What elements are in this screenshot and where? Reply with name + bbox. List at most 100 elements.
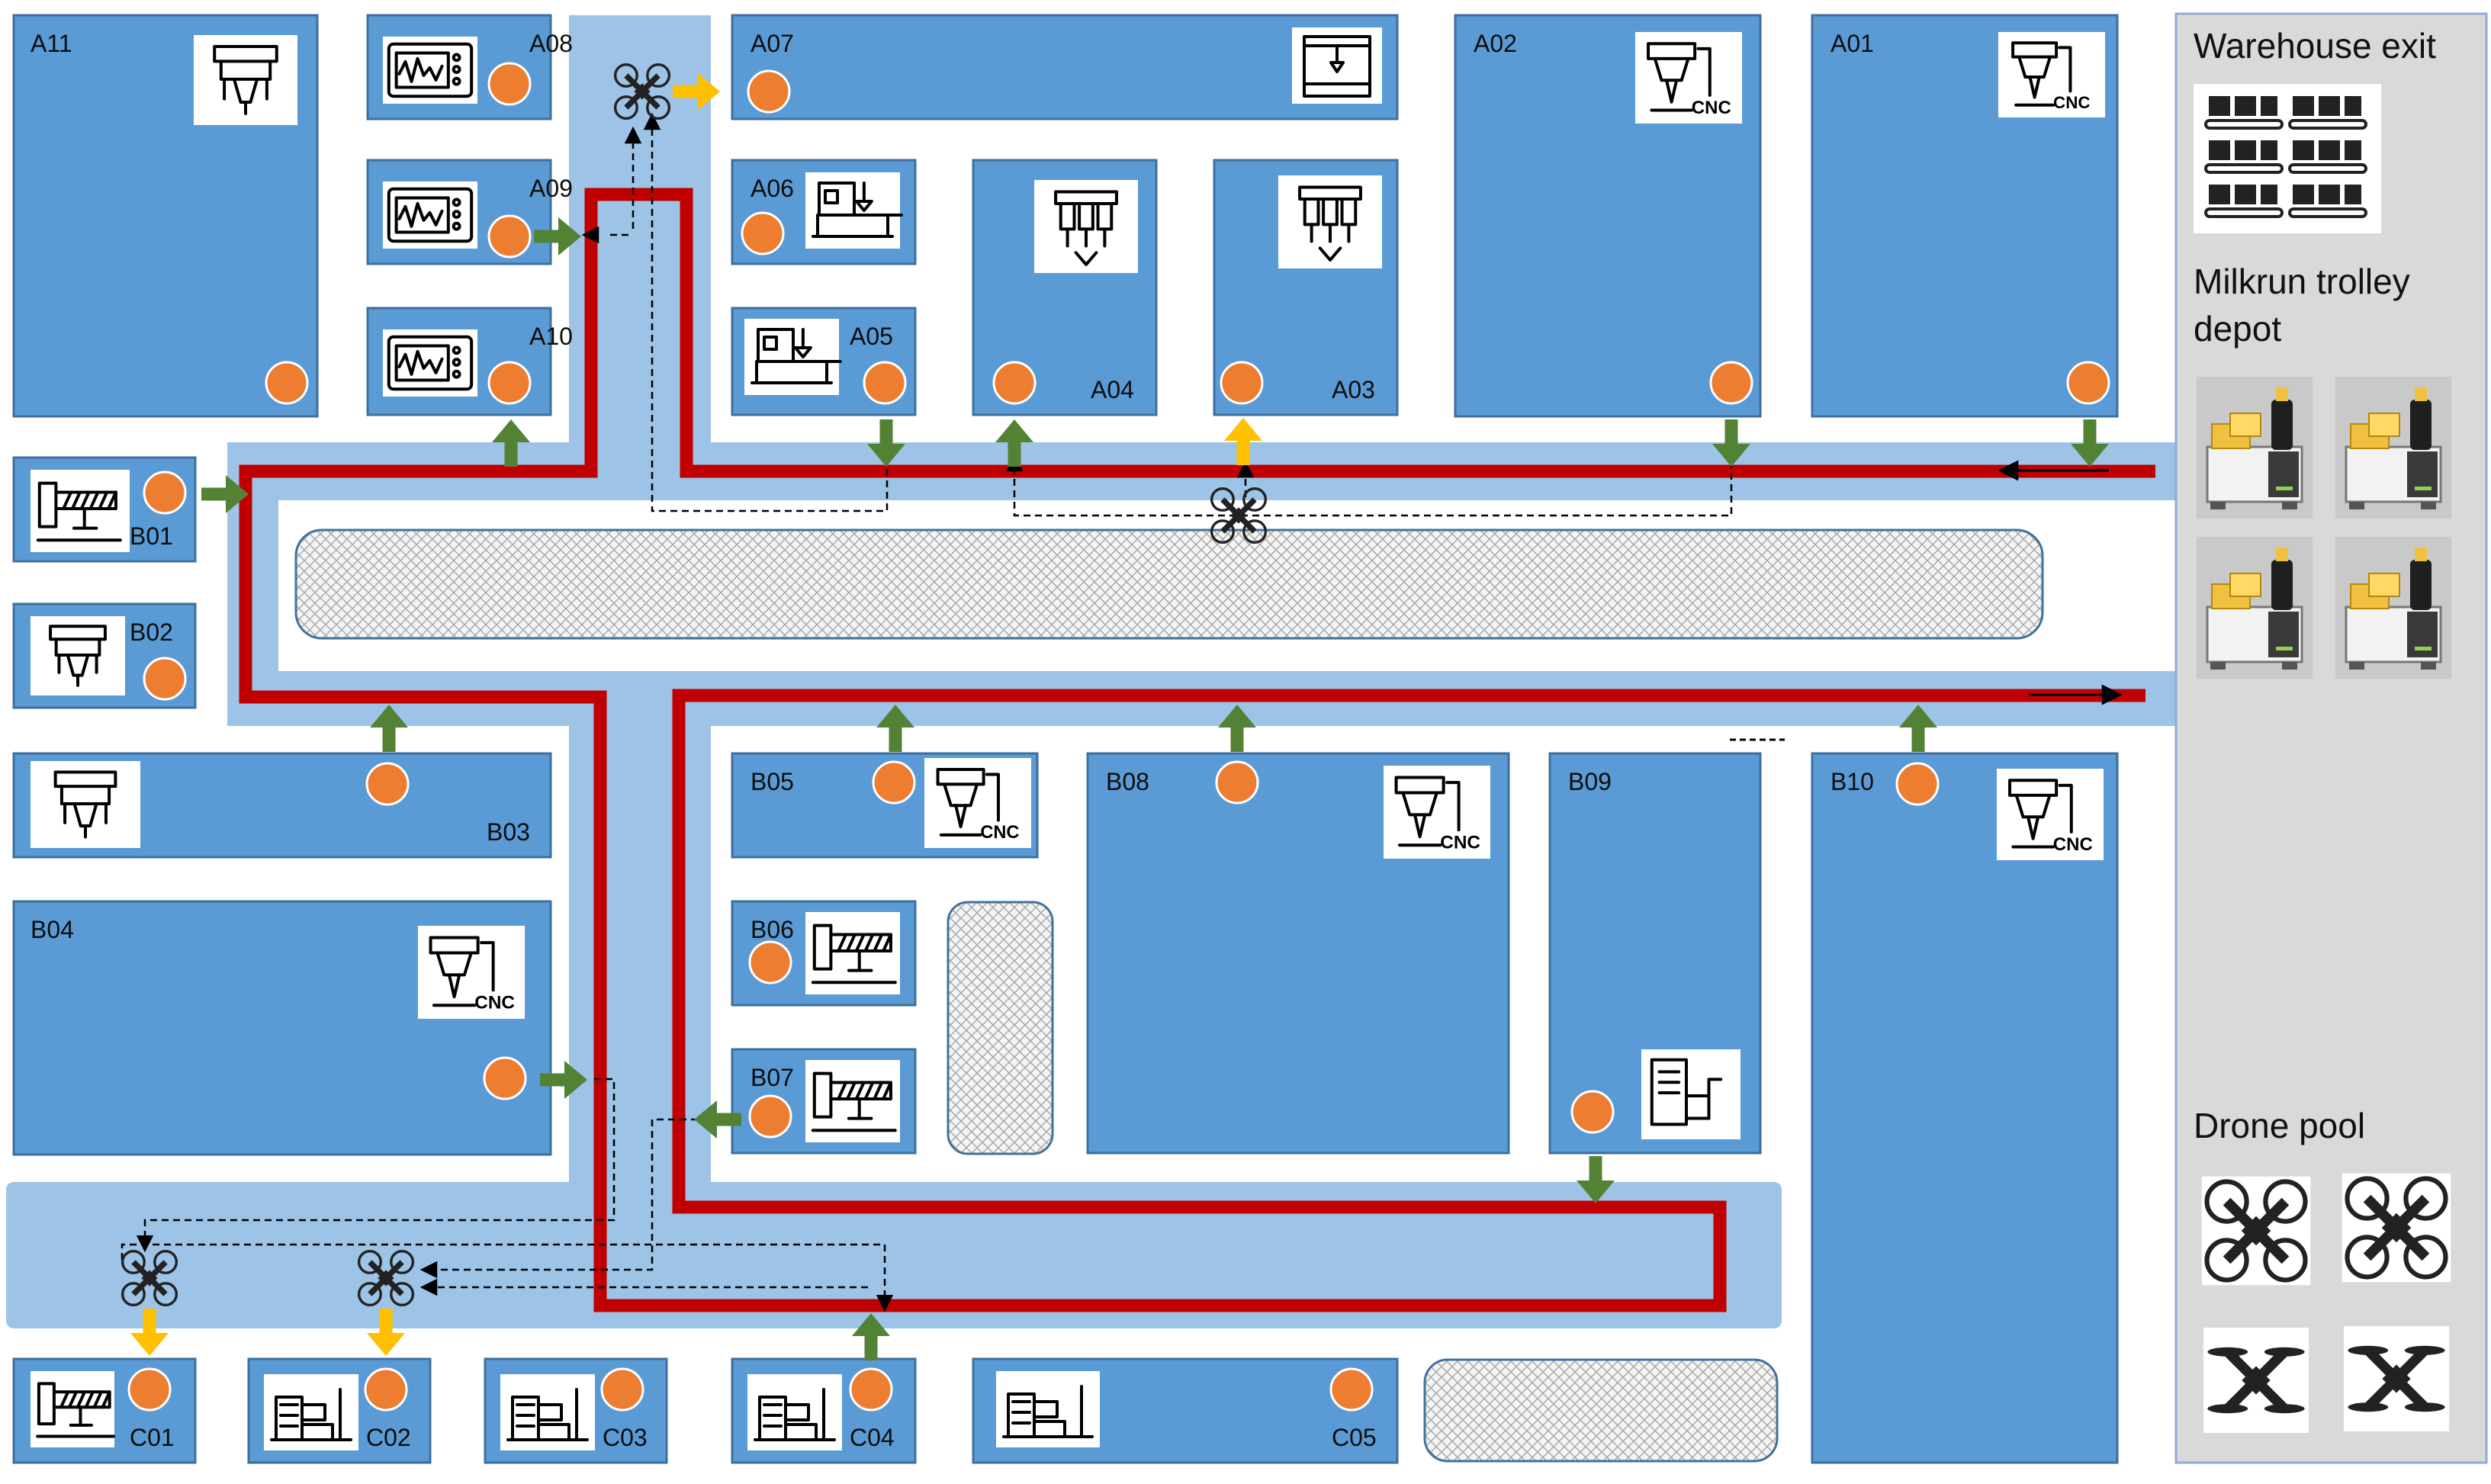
trolley-1 (2197, 377, 2313, 519)
icon-a07-3d-printer (1292, 27, 1382, 104)
icon-a02-cnc: CNC (1635, 32, 1742, 124)
icon-a03-multi-spindle (1278, 175, 1382, 268)
station-label-a03: A03 (1332, 376, 1375, 403)
milkrun-route-upper (239, 188, 2155, 1312)
port-a03 (1220, 361, 1264, 405)
arrow-to-b07 (694, 1100, 741, 1139)
arrow-to-a10 (492, 419, 530, 467)
station-label-a06: A06 (751, 175, 794, 202)
arrow-b09-out (1577, 1156, 1615, 1203)
arrow-to-a04 (995, 419, 1033, 467)
port-a10 (487, 361, 532, 405)
station-label-a07: A07 (751, 30, 794, 57)
drone-arrow-to-c01 (130, 1309, 169, 1356)
station-label-c05: C05 (1332, 1424, 1377, 1451)
milkrun-route-lower (672, 689, 2145, 1312)
station-label-a11: A11 (31, 30, 72, 57)
port-a01 (2066, 361, 2110, 405)
port-b04 (483, 1056, 527, 1100)
station-label-c02: C02 (366, 1424, 411, 1451)
right-aisle-inlet (2122, 500, 2176, 671)
station-b10 (1811, 752, 2119, 1464)
trolley-3 (2197, 537, 2313, 679)
milkrun-trolleys (2197, 377, 2451, 679)
transfer-arrows (130, 72, 2109, 1360)
direction-arrows (1730, 460, 2123, 741)
icon-b04-cnc-text: CNC (474, 993, 515, 1013)
arrow-to-c04 (852, 1313, 890, 1360)
port-b10 (1895, 762, 1940, 806)
icon-a09-control-panel (383, 181, 477, 249)
station-label-c04: C04 (850, 1424, 895, 1451)
warehouse-exit-label: Warehouse exit (2194, 26, 2436, 66)
icon-a04-multi-spindle (1034, 180, 1138, 273)
trolley-depot-label-line1: Milkrun trolley (2194, 262, 2410, 301)
station-label-a08: A08 (529, 30, 573, 57)
icon-b04-cnc: CNC (418, 926, 525, 1019)
port-a08 (487, 62, 532, 106)
station-label-a05: A05 (850, 323, 893, 350)
icon-b10-cnc: CNC (1997, 769, 2104, 860)
icon-a01-cnc: CNC (1998, 32, 2105, 117)
drone-near-c02 (357, 1249, 415, 1307)
icon-a10-control-panel (383, 329, 477, 397)
floor-drones (121, 63, 1268, 1307)
pool-drone-4 (2344, 1326, 2449, 1431)
icon-a01-cnc-text: CNC (2053, 93, 2091, 112)
station-a07 (731, 14, 1399, 120)
station-ports (127, 62, 2110, 1412)
arrow-to-b10 (1899, 705, 1937, 752)
drone-arrow-to-a03 (1224, 418, 1262, 465)
port-a09 (487, 214, 532, 259)
station-label-b10: B10 (1830, 768, 1874, 795)
machine-icons: CNC CNC CNC CNC CNC CNC (31, 27, 2105, 1450)
port-a07 (747, 69, 791, 114)
port-c04 (849, 1367, 893, 1412)
icon-b10-cnc-text: CNC (2053, 834, 2093, 855)
icon-a06-milling-machine (805, 172, 903, 249)
icon-b05-cnc-text: CNC (980, 823, 1019, 843)
station-label-b06: B06 (751, 916, 794, 943)
station-label-a04: A04 (1091, 376, 1134, 403)
arrow-a09-out (534, 217, 581, 255)
pool-drone-3 (2203, 1328, 2309, 1433)
icon-b07-lathe (805, 1060, 900, 1142)
icon-c03-press (500, 1374, 595, 1450)
pool-drone-1 (2201, 1176, 2311, 1286)
arrow-a05-out (867, 419, 905, 467)
icon-a05-milling-machine (744, 319, 842, 395)
port-b03 (365, 762, 410, 806)
arrow-to-b03 (370, 705, 408, 752)
arrow-b01-out (201, 475, 249, 513)
station-label-b07: B07 (751, 1064, 794, 1091)
port-a11 (265, 361, 309, 405)
station-label-b05: B05 (751, 768, 794, 795)
trolley-depot-label-line2: depot (2194, 309, 2281, 349)
port-a06 (741, 211, 785, 255)
port-b05 (872, 760, 916, 805)
port-b06 (748, 940, 792, 985)
drone-arrow-to-a07 (673, 72, 720, 111)
icon-b09-extruder (1641, 1049, 1740, 1139)
station-label-b01: B01 (130, 522, 173, 550)
icon-a08-control-panel (383, 37, 477, 104)
icon-b08-cnc-text: CNC (1440, 833, 1480, 853)
icon-b05-cnc: CNC (924, 758, 1031, 848)
trolley-4 (2335, 537, 2451, 679)
arrow-to-b05 (876, 705, 914, 752)
port-c05 (1329, 1367, 1374, 1412)
arrow-to-b08 (1218, 705, 1256, 752)
drone-pool-label: Drone pool (2194, 1106, 2365, 1145)
port-b07 (748, 1094, 792, 1139)
arrow-b04-out (540, 1061, 587, 1099)
middle-blocked-area (947, 901, 1054, 1155)
central-blocked-area (294, 528, 2044, 640)
trolley-2 (2335, 377, 2451, 519)
pallet-rack-icon (2204, 96, 2367, 218)
station-label-b04: B04 (31, 916, 74, 943)
icon-b08-cnc: CNC (1384, 766, 1490, 859)
arrow-a02-out (1712, 419, 1750, 467)
icon-b01-lathe (31, 470, 130, 552)
drone-pool-drones (2201, 1173, 2451, 1433)
blocked-areas (294, 528, 2044, 1463)
